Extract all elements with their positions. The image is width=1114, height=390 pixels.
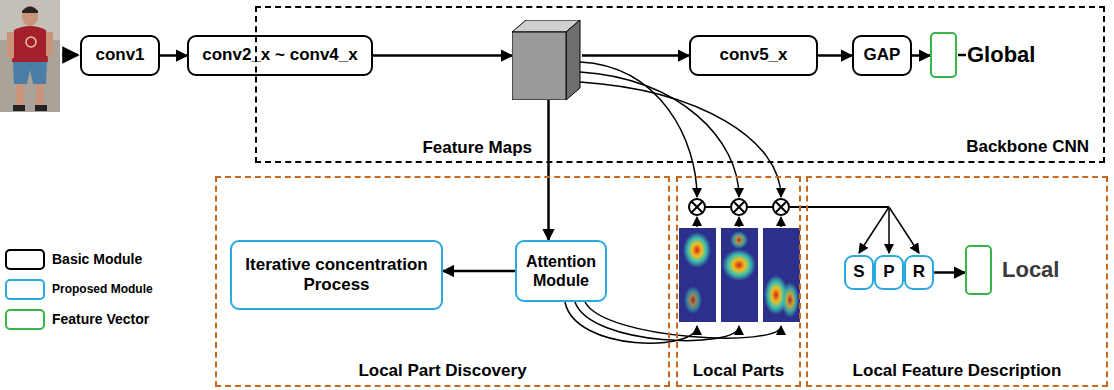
flow-arrow <box>443 270 515 273</box>
proposed-module: P <box>874 255 903 290</box>
input-arrow <box>62 54 78 57</box>
region-title: Local Part Discovery <box>217 361 668 381</box>
heatmap-images <box>679 228 800 322</box>
legend-label: Basic Module <box>52 251 142 267</box>
module-label: P <box>879 262 898 282</box>
region-title: Local Feature Description <box>808 361 1106 381</box>
basic-module: conv5_x <box>689 35 818 76</box>
person-photo <box>0 0 60 112</box>
module-label: S <box>849 262 868 282</box>
flow-arrow <box>373 54 512 57</box>
proposed-module: S <box>844 255 873 290</box>
module-label: conv1 <box>91 45 148 65</box>
module-label: conv5_x <box>715 45 791 65</box>
proposed-module: R <box>904 255 934 290</box>
region-title: Local Parts <box>678 361 799 381</box>
dashed-region: Backbone CNN Feature Maps conv5_x GAP Global <box>255 6 1105 163</box>
flow-arrow <box>582 54 689 57</box>
legend-label: Proposed Module <box>52 282 153 296</box>
region-title: Backbone CNN <box>966 137 1089 157</box>
basic-module: GAP <box>852 35 912 76</box>
cube-label: Feature Maps <box>422 138 532 158</box>
vector-stub <box>958 54 966 57</box>
cube-shape <box>512 20 582 100</box>
flow-arrow <box>912 54 930 57</box>
dashed-region: Local Feature Description SPR Local <box>806 176 1108 387</box>
feature-vector: Global <box>930 32 957 78</box>
flow-arrow <box>818 54 852 57</box>
flow-arrow <box>934 271 965 274</box>
multiply-symbols <box>689 199 889 215</box>
module-label: Iterative concentration Process <box>232 255 441 296</box>
feature-cube: Feature Maps <box>512 20 582 100</box>
heatmap-up-arrows <box>697 217 781 227</box>
proposed-module: Attention Module <box>515 240 607 302</box>
vector-label: Global <box>967 42 1035 68</box>
attention-curves <box>565 302 781 343</box>
proposed-module: Iterative concentration Process <box>230 240 443 310</box>
dashed-region: Local Part Discovery Iterative concentrat… <box>215 176 670 387</box>
branch-lines <box>859 207 919 253</box>
legend-swatches <box>6 250 44 329</box>
flow-arrow <box>547 100 550 240</box>
module-label: GAP <box>860 45 905 65</box>
basic-module: conv2_x ~ conv4_x <box>187 35 373 76</box>
feature-vector: Local <box>965 245 992 295</box>
dashed-region: Local Parts <box>676 176 801 387</box>
legend-label: Feature Vector <box>52 311 149 327</box>
module-label: R <box>909 262 929 282</box>
vector-label: Local <box>1002 257 1059 283</box>
basic-module: conv1 <box>80 35 160 76</box>
module-label: conv2_x ~ conv4_x <box>198 45 361 65</box>
module-label: Attention Module <box>517 252 605 290</box>
flow-arrow <box>160 54 187 57</box>
